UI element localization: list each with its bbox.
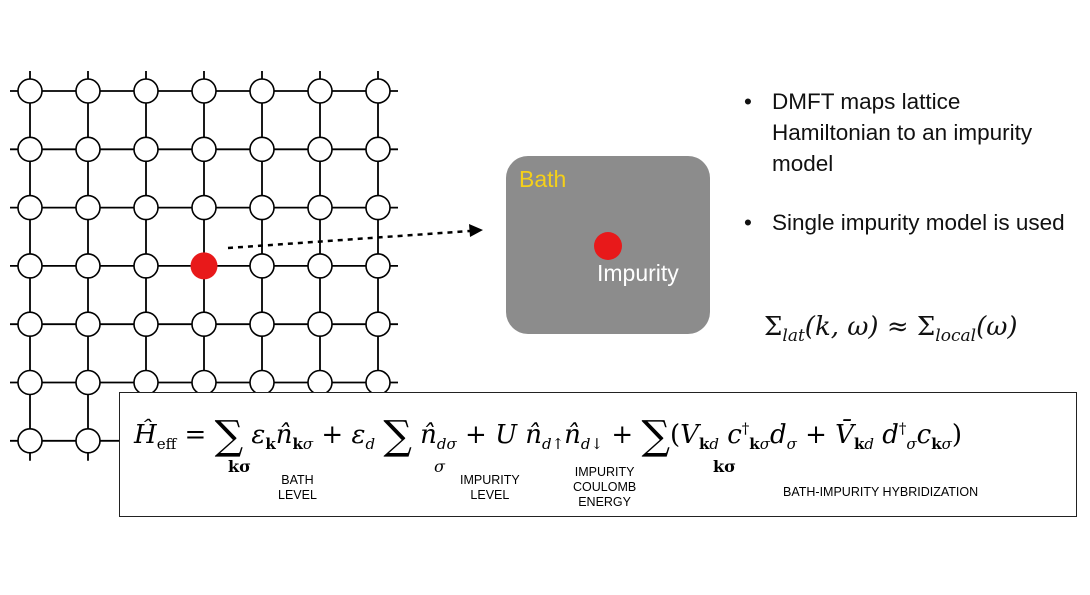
lattice-site xyxy=(191,311,217,338)
impurity-label: Impurity xyxy=(597,260,679,286)
bullet-text: DMFT maps lattice Hamiltonian to an impu… xyxy=(772,89,1033,176)
term-label-impurity-level: IMPURITY LEVEL xyxy=(460,473,520,503)
lattice-site xyxy=(17,253,43,279)
lattice-site xyxy=(133,78,159,104)
lattice-site xyxy=(75,78,101,104)
bullet-item: • DMFT maps lattice Hamiltonian to an im… xyxy=(742,86,1072,179)
mapping-arrow-head xyxy=(469,224,483,237)
lattice-site xyxy=(249,253,275,279)
lattice-site xyxy=(75,369,101,396)
lattice-site xyxy=(307,78,333,104)
lattice-impurity-site xyxy=(190,252,218,280)
lattice-site xyxy=(75,427,101,454)
lattice-site xyxy=(307,194,333,221)
lattice-site xyxy=(307,369,333,396)
lattice-site xyxy=(365,136,391,163)
hamiltonian-equation: Ĥeff = ∑ εkn̂kσ + εd ∑ n̂dσ + U n̂d↑n̂d↓… xyxy=(134,413,963,459)
term-label-coulomb-energy: IMPURITY COULOMB ENERGY xyxy=(573,465,636,510)
mapping-arrow-line xyxy=(227,229,471,250)
rhs-symbol: Σ xyxy=(916,312,936,342)
lattice-site xyxy=(191,369,217,396)
bath-label: Bath xyxy=(519,166,567,192)
term-label-hybridization: BATH-IMPURITY HYBRIDIZATION xyxy=(783,485,978,500)
lattice-site xyxy=(365,253,391,279)
bullet-text: Single impurity model is used xyxy=(772,210,1065,235)
lattice-site xyxy=(133,194,159,221)
lattice-site xyxy=(191,194,217,221)
lattice-site xyxy=(307,253,333,279)
hamiltonian-lhs-subscript: eff xyxy=(156,435,177,454)
lattice-site xyxy=(17,194,43,221)
hamiltonian-equation-box: Ĥeff = ∑ εkn̂kσ + εd ∑ n̂dσ + U n̂d↑n̂d↓… xyxy=(119,392,1077,517)
self-energy-approximation: Σlat(k, ω) ≈ Σlocal(ω) xyxy=(764,312,1018,346)
lattice-site xyxy=(365,311,391,338)
lattice-site xyxy=(365,194,391,221)
lattice-site xyxy=(365,369,391,396)
lattice-site xyxy=(75,253,101,279)
lattice-site xyxy=(191,78,217,104)
sum-index-3: kσ xyxy=(713,457,736,476)
lattice-site xyxy=(249,311,275,338)
term-label-text: IMPURITY COULOMB ENERGY xyxy=(573,465,637,509)
bullet-dot-icon: • xyxy=(744,210,752,235)
lattice-site xyxy=(133,369,159,396)
lhs-args: (k, ω) xyxy=(804,312,879,342)
lattice-site xyxy=(17,369,43,396)
sum-index-2: σ xyxy=(434,457,445,476)
lhs-subscript: lat xyxy=(782,326,805,347)
lattice-site xyxy=(17,311,43,338)
sum-index-1: kσ xyxy=(228,457,251,476)
lattice-site xyxy=(17,427,43,454)
lhs-symbol: Σ xyxy=(764,312,783,342)
lattice-site xyxy=(249,136,275,163)
rhs-subscript: local xyxy=(935,326,977,347)
lattice-site xyxy=(133,311,159,338)
bullet-item: • Single impurity model is used xyxy=(742,207,1072,238)
lattice-site xyxy=(249,194,275,221)
lattice-site xyxy=(17,78,43,104)
lattice-site xyxy=(249,369,275,396)
term-label-text: IMPURITY LEVEL xyxy=(460,473,520,502)
lattice-site xyxy=(133,136,159,163)
bullet-list: • DMFT maps lattice Hamiltonian to an im… xyxy=(742,86,1072,238)
lattice-site xyxy=(75,311,101,338)
lattice-site xyxy=(307,311,333,338)
rhs-args: (ω) xyxy=(976,312,1018,342)
approx-relation: ≈ xyxy=(886,312,909,342)
term-label-text: BATH LEVEL xyxy=(278,473,317,502)
impurity-dot xyxy=(594,232,622,260)
lattice-site xyxy=(307,136,333,163)
term-label-text: BATH-IMPURITY HYBRIDIZATION xyxy=(783,485,979,499)
lattice-site xyxy=(365,78,391,104)
bullet-dot-icon: • xyxy=(744,89,752,114)
term-label-bath-level: BATH LEVEL xyxy=(278,473,317,503)
hamiltonian-lhs: Ĥ xyxy=(134,420,157,450)
lattice-site xyxy=(75,194,101,221)
lattice-site xyxy=(17,136,43,163)
lattice-site xyxy=(191,136,217,163)
lattice-site xyxy=(75,136,101,163)
lattice-site xyxy=(249,78,275,104)
lattice-site xyxy=(133,253,159,279)
